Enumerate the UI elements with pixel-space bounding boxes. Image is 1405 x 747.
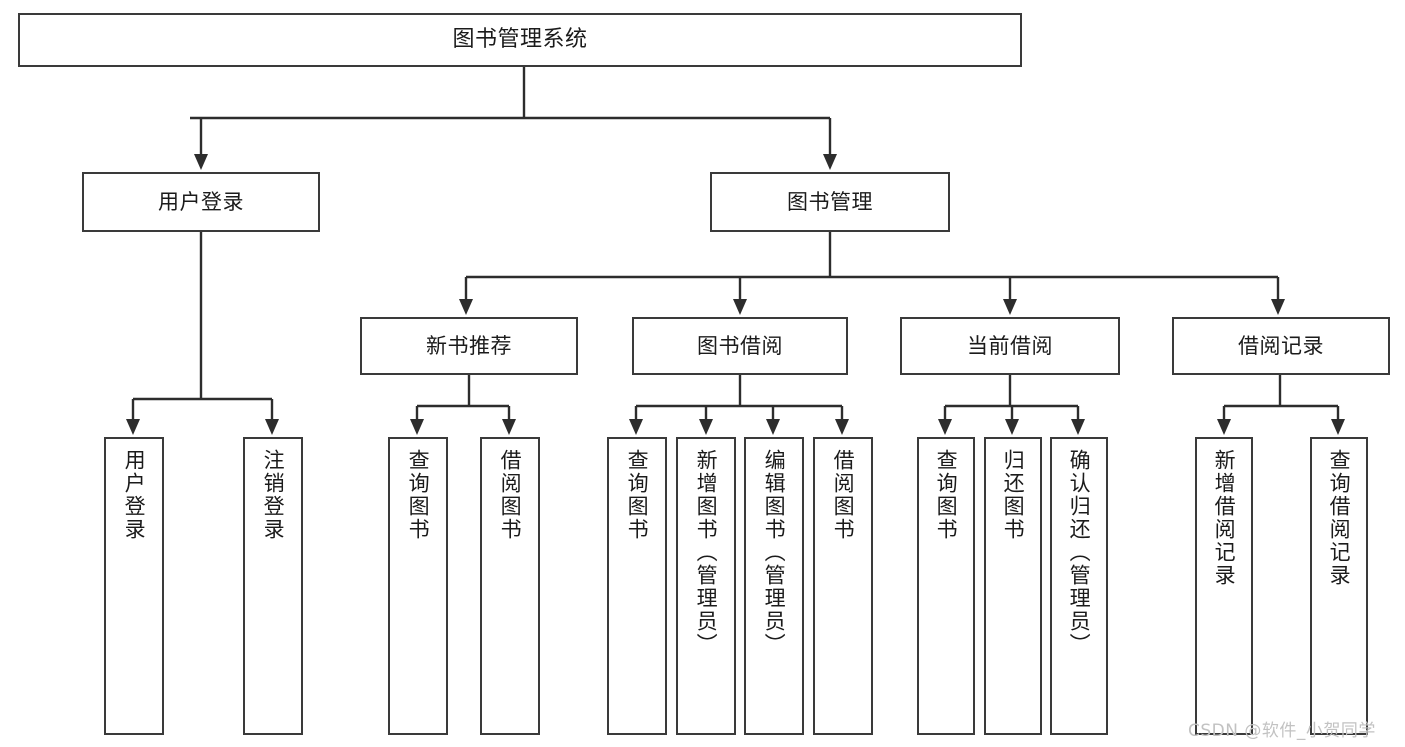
- node-new-book-recommend-label: 新书推荐: [426, 333, 512, 358]
- node-leaf-query-book-1[interactable]: 查询图书: [388, 437, 448, 735]
- node-leaf-user-logout[interactable]: 注销登录: [243, 437, 303, 735]
- arrow-leaf-2-head: [410, 419, 424, 435]
- arrow-l3-1-head: [733, 299, 747, 315]
- node-leaf-return-book[interactable]: 归还图书: [984, 437, 1042, 735]
- node-leaf-query-book-3[interactable]: 查询图书: [917, 437, 975, 735]
- node-book-borrow-label: 图书借阅: [697, 333, 783, 358]
- arrow-leaf-4-head: [629, 419, 643, 435]
- node-borrow-record[interactable]: 借阅记录: [1172, 317, 1390, 375]
- node-leaf-add-book-label: 新增图书（管理员）: [694, 449, 719, 656]
- watermark-label: CSDN @软件_小贺同学: [1188, 721, 1376, 741]
- node-leaf-borrow-book-1[interactable]: 借阅图书: [480, 437, 540, 735]
- node-leaf-query-record-label: 查询借阅记录: [1327, 449, 1352, 587]
- node-leaf-user-login[interactable]: 用户登录: [104, 437, 164, 735]
- arrow-l3-0-head: [459, 299, 473, 315]
- arrow-leaf-10-head: [1071, 419, 1085, 435]
- node-leaf-query-book-1-label: 查询图书: [406, 449, 431, 541]
- arrow-leaf-1-head: [265, 419, 279, 435]
- node-current-borrow-label: 当前借阅: [967, 333, 1053, 358]
- arrow-leaf-0-head: [126, 419, 140, 435]
- node-user-login[interactable]: 用户登录: [82, 172, 320, 232]
- node-root[interactable]: 图书管理系统: [18, 13, 1022, 67]
- node-leaf-borrow-book-1-label: 借阅图书: [498, 449, 523, 541]
- arrow-leaf-9-head: [1005, 419, 1019, 435]
- node-leaf-confirm-return-label: 确认归还（管理员）: [1067, 449, 1092, 656]
- node-current-borrow[interactable]: 当前借阅: [900, 317, 1120, 375]
- node-leaf-edit-book-label: 编辑图书（管理员）: [762, 449, 787, 656]
- node-book-manage[interactable]: 图书管理: [710, 172, 950, 232]
- node-leaf-add-record[interactable]: 新增借阅记录: [1195, 437, 1253, 735]
- node-leaf-add-book[interactable]: 新增图书（管理员）: [676, 437, 736, 735]
- node-leaf-add-record-label: 新增借阅记录: [1212, 449, 1237, 587]
- node-root-label: 图书管理系统: [452, 27, 588, 53]
- node-leaf-borrow-book-2[interactable]: 借阅图书: [813, 437, 873, 735]
- node-user-login-label: 用户登录: [158, 189, 244, 214]
- node-leaf-query-book-2[interactable]: 查询图书: [607, 437, 667, 735]
- arrow-leaf-7-head: [835, 419, 849, 435]
- arrow-l2-0-head: [194, 154, 208, 170]
- arrow-leaf-12-head: [1331, 419, 1345, 435]
- node-leaf-user-login-label: 用户登录: [122, 449, 147, 541]
- node-leaf-query-book-2-label: 查询图书: [625, 449, 650, 541]
- node-leaf-user-logout-label: 注销登录: [261, 449, 286, 541]
- arrow-leaf-6-head: [766, 419, 780, 435]
- node-borrow-record-label: 借阅记录: [1238, 333, 1324, 358]
- arrow-l3-3-head: [1271, 299, 1285, 315]
- node-leaf-query-book-3-label: 查询图书: [934, 449, 959, 541]
- arrow-leaf-5-head: [699, 419, 713, 435]
- node-new-book-recommend[interactable]: 新书推荐: [360, 317, 578, 375]
- node-leaf-query-record[interactable]: 查询借阅记录: [1310, 437, 1368, 735]
- node-leaf-return-book-label: 归还图书: [1001, 449, 1026, 541]
- node-leaf-confirm-return[interactable]: 确认归还（管理员）: [1050, 437, 1108, 735]
- node-book-borrow[interactable]: 图书借阅: [632, 317, 848, 375]
- arrow-leaf-3-head: [502, 419, 516, 435]
- node-book-manage-label: 图书管理: [787, 189, 873, 214]
- arrow-leaf-8-head: [938, 419, 952, 435]
- arrow-l2-1-head: [823, 154, 837, 170]
- arrow-leaf-11-head: [1217, 419, 1231, 435]
- node-leaf-borrow-book-2-label: 借阅图书: [831, 449, 856, 541]
- node-leaf-edit-book[interactable]: 编辑图书（管理员）: [744, 437, 804, 735]
- arrow-l3-2-head: [1003, 299, 1017, 315]
